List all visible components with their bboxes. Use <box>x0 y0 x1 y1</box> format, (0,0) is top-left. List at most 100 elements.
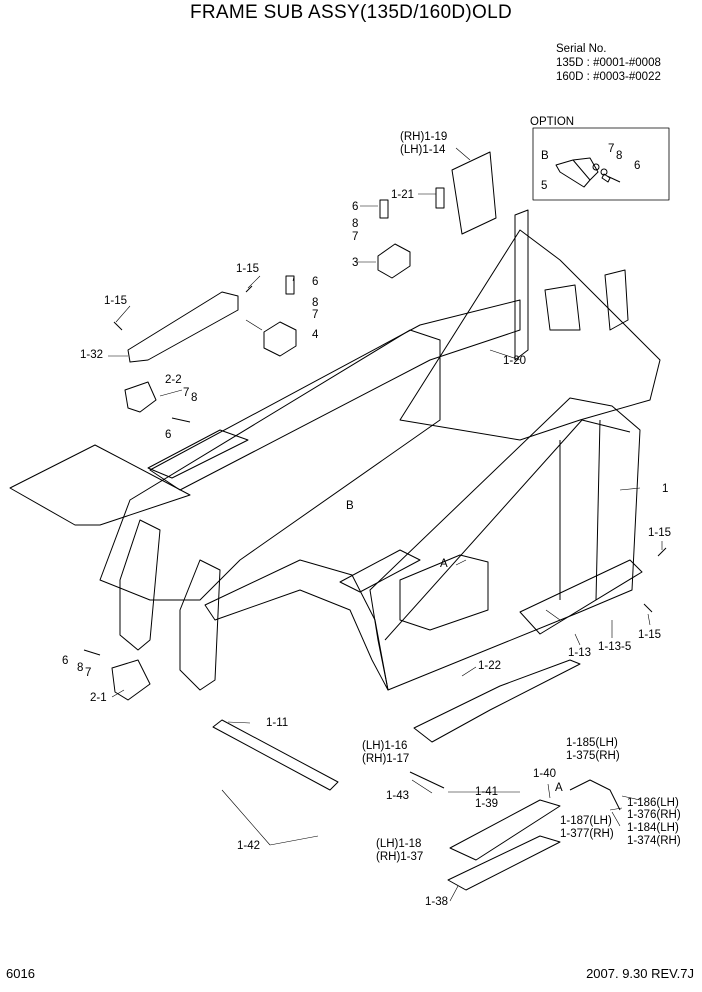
option-label-8: 8 <box>616 150 623 162</box>
label-8c: 8 <box>191 392 198 404</box>
label-1-184: 1-184(LH) <box>627 822 679 834</box>
bracket-2-1 <box>111 659 151 701</box>
linkage-1-185 <box>569 779 621 811</box>
label-2-2: 2-2 <box>165 374 182 386</box>
box-a <box>399 554 489 631</box>
label-1-185: 1-185(LH) <box>566 737 618 749</box>
label-1-15d: 1-15 <box>638 629 662 641</box>
label-1-11: 1-11 <box>266 717 289 729</box>
label-1-22: 1-22 <box>478 660 502 672</box>
label-6c: 6 <box>165 429 172 441</box>
serial-line-135d: 135D : #0001-#0008 <box>556 57 661 69</box>
page-title: FRAME SUB ASSY(135D/160D)OLD <box>189 2 512 23</box>
plate-1-11 <box>212 719 339 791</box>
label-8b: 8 <box>312 297 319 309</box>
label-1-186: 1-186(LH) <box>627 797 679 809</box>
block-3 <box>377 243 411 279</box>
cover-1-32 <box>127 291 239 363</box>
serial-heading: Serial No. <box>556 43 607 55</box>
label-6a: 6 <box>352 201 359 213</box>
label-4: 4 <box>312 329 319 341</box>
bolt-6d <box>83 649 101 656</box>
label-1-40: 1-40 <box>533 768 557 780</box>
label-1-374: 1-374(RH) <box>627 835 681 847</box>
label-1-15a: 1-15 <box>236 263 260 275</box>
serial-line-160d: 160D : #0003-#0022 <box>556 71 661 83</box>
bracket-2-2 <box>124 381 157 413</box>
rear-tower <box>514 209 629 361</box>
label-rh-1-19: (RH)1-19 <box>400 131 448 143</box>
label-1-13: 1-13 <box>568 647 592 659</box>
label-3: 3 <box>352 257 359 269</box>
side-frame-right <box>399 229 661 441</box>
label-1-15c: 1-15 <box>648 527 672 539</box>
label-rh-1-37: (RH)1-37 <box>376 851 424 863</box>
option-label: OPTION <box>530 116 575 128</box>
label-7c: 7 <box>183 387 190 399</box>
step-bracket-1-13 <box>519 559 643 635</box>
bolt-6b <box>285 275 295 295</box>
floor-plate-left <box>9 444 191 526</box>
label-1: 1 <box>662 483 669 495</box>
label-lh-1-14: (LH)1-14 <box>400 144 446 156</box>
label-2-1: 2-1 <box>90 692 107 704</box>
cover-1-18 <box>449 799 561 861</box>
label-6b: 6 <box>312 276 319 288</box>
label-1-42: 1-42 <box>237 840 261 852</box>
option-washer <box>592 163 600 171</box>
label-1-187: 1-187(LH) <box>560 815 612 827</box>
label-6d: 6 <box>62 655 69 667</box>
plate-1-22 <box>413 659 581 743</box>
bracket-1-14 <box>451 151 497 235</box>
option-box <box>532 127 670 201</box>
label-7b: 7 <box>312 309 319 321</box>
option-label-b: B <box>541 150 549 162</box>
label-b: B <box>346 500 354 512</box>
label-1-43: 1-43 <box>386 790 410 802</box>
serial-info: Serial No. 135D : #0001-#0008 160D : #00… <box>556 42 661 84</box>
option-bracket <box>555 157 599 188</box>
label-lh-1-16: (LH)1-16 <box>362 740 408 752</box>
bolt-6a <box>379 199 389 219</box>
label-1-377: 1-377(RH) <box>560 828 614 840</box>
rod-1-43 <box>409 771 445 789</box>
label-1-13-5: 1-13-5 <box>598 641 632 653</box>
footer-page-number: 6016 <box>6 966 35 981</box>
label-7a: 7 <box>352 231 359 243</box>
footer-date-revision: 2007. 9.30 REV.7J <box>586 966 694 981</box>
option-label-5: 5 <box>541 180 548 192</box>
label-1-375: 1-375(RH) <box>566 750 620 762</box>
handle-1-38 <box>447 835 561 891</box>
label-1-38: 1-38 <box>425 896 449 908</box>
label-1-41: 1-41 <box>475 786 499 798</box>
leader-lines <box>108 147 663 902</box>
label-1-32: 1-32 <box>80 349 104 361</box>
bolt-1-15c <box>657 547 667 557</box>
label-lh-1-18: (LH)1-18 <box>376 838 422 850</box>
label-1-376: 1-376(RH) <box>627 809 681 821</box>
option-bolt <box>601 173 621 183</box>
label-8d: 8 <box>77 662 84 674</box>
leg-front-left <box>119 519 161 651</box>
label-a: A <box>440 558 448 570</box>
step-plate-a <box>147 429 249 479</box>
label-a2: A <box>555 782 563 794</box>
option-label-7: 7 <box>608 143 615 155</box>
label-1-21: 1-21 <box>391 189 415 201</box>
bolt-1-15b <box>113 321 123 331</box>
bolt-1-15d <box>643 603 653 613</box>
side-frame-left <box>99 329 441 601</box>
option-label-6: 6 <box>634 160 641 172</box>
label-1-15b: 1-15 <box>104 295 128 307</box>
leg-front-right <box>179 559 221 691</box>
left-fender <box>204 559 389 691</box>
label-7d: 7 <box>85 667 92 679</box>
bolt-1-15a <box>245 285 253 293</box>
bolt-1-21 <box>435 187 445 209</box>
step-plate-b <box>339 549 421 593</box>
label-1-20: 1-20 <box>503 355 527 367</box>
label-8a: 8 <box>352 218 359 230</box>
bolt-6c <box>171 417 191 423</box>
label-1-39: 1-39 <box>475 798 499 810</box>
